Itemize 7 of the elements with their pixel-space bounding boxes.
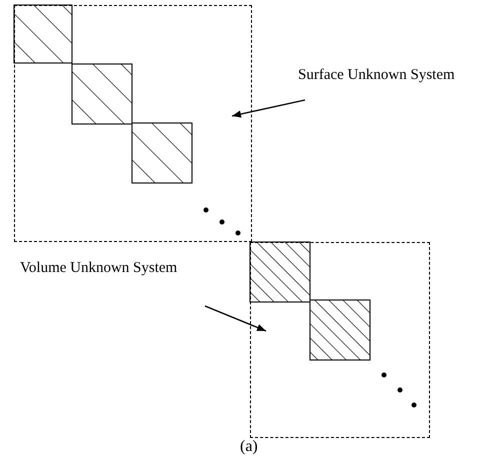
arrow xyxy=(204,305,266,332)
region-label: Surface Unknown System xyxy=(298,67,455,83)
dashed-region xyxy=(250,242,430,438)
caption: (a) xyxy=(240,438,258,456)
arrow xyxy=(232,99,306,118)
region-label: Volume Unknown System xyxy=(20,260,178,276)
dashed-region xyxy=(14,5,252,242)
